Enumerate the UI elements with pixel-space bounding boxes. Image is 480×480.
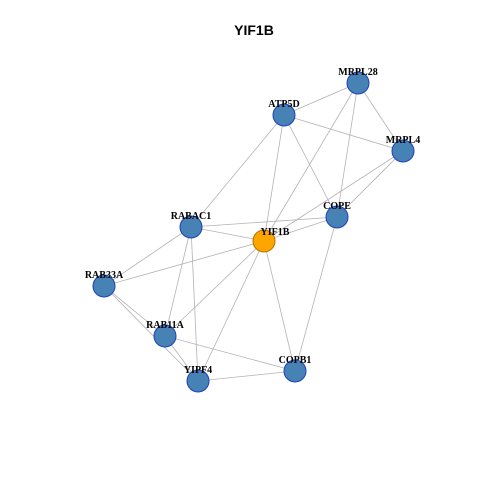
node-rabac1: [179, 215, 203, 239]
edge-yif1b-mrpl28: [263, 82, 359, 242]
node-label-atp5d: ATP5D: [268, 99, 299, 110]
node-label-yif1b: YIF1B: [261, 227, 290, 238]
node-label-yipf4: YIPF4: [184, 365, 212, 376]
node-rab33a: [92, 274, 116, 298]
edge-yif1b-rabac1: [190, 226, 265, 242]
edge-rabac1-rab11a: [164, 226, 192, 337]
edge-rab33a-yipf4: [103, 285, 199, 382]
node-rab11a: [153, 324, 177, 348]
edge-rab11a-copb1: [164, 335, 296, 372]
edge-yif1b-mrpl4: [263, 150, 404, 242]
node-copb1: [283, 359, 307, 383]
nodes-layer: [92, 71, 415, 393]
edge-mrpl28-mrpl4: [357, 82, 404, 152]
node-label-mrpl4: MRPL4: [386, 135, 420, 146]
node-yif1b: [252, 229, 276, 253]
node-label-mrpl28: MRPL28: [338, 67, 377, 78]
node-yipf4: [186, 369, 210, 393]
edge-yif1b-cope: [263, 216, 338, 242]
edge-rabac1-rab33a: [103, 226, 192, 287]
edge-yif1b-rab11a: [164, 240, 265, 337]
node-mrpl28: [346, 71, 370, 95]
edges-layer: [103, 82, 404, 382]
edge-atp5d-cope: [283, 114, 338, 218]
graph-title: YIF1B: [234, 22, 274, 38]
edge-mrpl4-cope: [336, 150, 404, 218]
node-label-copb1: COPB1: [279, 355, 312, 366]
edge-mrpl28-cope: [336, 82, 359, 218]
edge-yipf4-copb1: [197, 370, 296, 382]
node-label-rabac1: RABAC1: [171, 211, 212, 222]
node-label-rab11a: RAB11A: [146, 320, 185, 331]
edge-mrpl28-atp5d: [283, 82, 359, 116]
edge-yif1b-yipf4: [197, 240, 265, 382]
edge-atp5d-mrpl4: [283, 114, 404, 152]
node-label-cope: COPE: [323, 201, 351, 212]
edge-rabac1-cope: [190, 216, 338, 228]
edge-rab33a-rab11a: [103, 285, 166, 337]
node-atp5d: [272, 103, 296, 127]
node-mrpl4: [391, 139, 415, 163]
edge-yif1b-atp5d: [263, 114, 285, 242]
edge-rabac1-yipf4: [190, 226, 199, 382]
edge-cope-copb1: [294, 216, 338, 372]
node-label-rab33a: RAB33A: [85, 270, 124, 281]
node-cope: [325, 205, 349, 229]
edge-atp5d-rabac1: [190, 114, 285, 228]
edge-yif1b-copb1: [263, 240, 296, 372]
edge-yif1b-rab33a: [103, 240, 265, 287]
